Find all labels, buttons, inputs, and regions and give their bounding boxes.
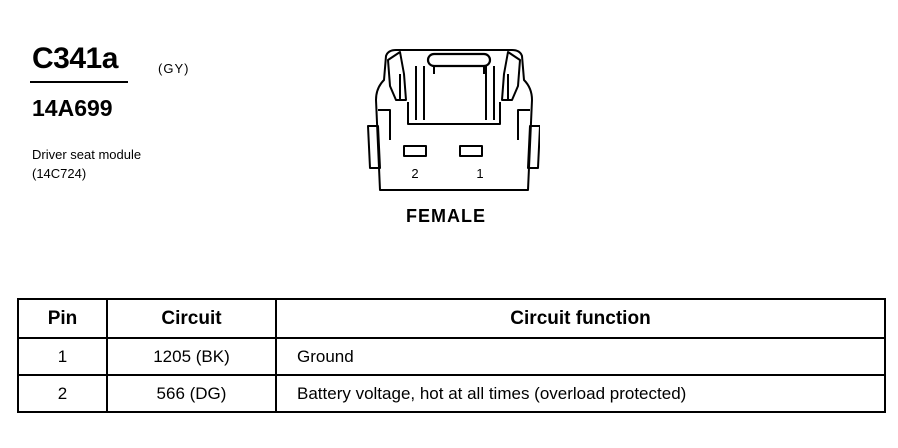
cell-circuit-function: Battery voltage, hot at all times (overl… [275, 374, 886, 413]
pin-label-1: 1 [476, 166, 483, 181]
pin-label-2: 2 [411, 166, 418, 181]
cell-pin: 1 [17, 337, 108, 376]
table-row: 1 1205 (BK) Ground [17, 337, 886, 376]
connector-gender-label: FEMALE [406, 206, 486, 226]
table-header-row: Pin Circuit Circuit function [17, 298, 886, 339]
pin-cavity-2 [403, 145, 427, 157]
header-pin: Pin [17, 298, 108, 339]
part-number: 14A699 [32, 95, 113, 121]
pin-cavity-1 [459, 145, 483, 157]
component-description: Driver seat module [32, 147, 142, 162]
table-row: 2 566 (DG) Battery voltage, hot at all t… [17, 374, 886, 413]
connector-color-code: (GY) [158, 61, 190, 76]
connector-left-ear [387, 51, 407, 101]
connector-body [375, 49, 533, 191]
connector-latch [426, 52, 492, 68]
connector-id-underline [30, 81, 128, 83]
cell-circuit: 566 (DG) [106, 374, 277, 413]
cell-circuit-function: Ground [275, 337, 886, 376]
cell-pin: 2 [17, 374, 108, 413]
connector-id: C341a [32, 42, 118, 75]
header-circuit-function: Circuit function [275, 298, 886, 339]
connector-face-drawing: 2 1 [367, 49, 540, 191]
component-part-number: (14C724) [32, 166, 87, 181]
pinout-table: Pin Circuit Circuit function 1 1205 (BK)… [17, 298, 886, 413]
connector-right-ear [501, 51, 521, 101]
header-circuit: Circuit [106, 298, 277, 339]
cell-circuit: 1205 (BK) [106, 337, 277, 376]
